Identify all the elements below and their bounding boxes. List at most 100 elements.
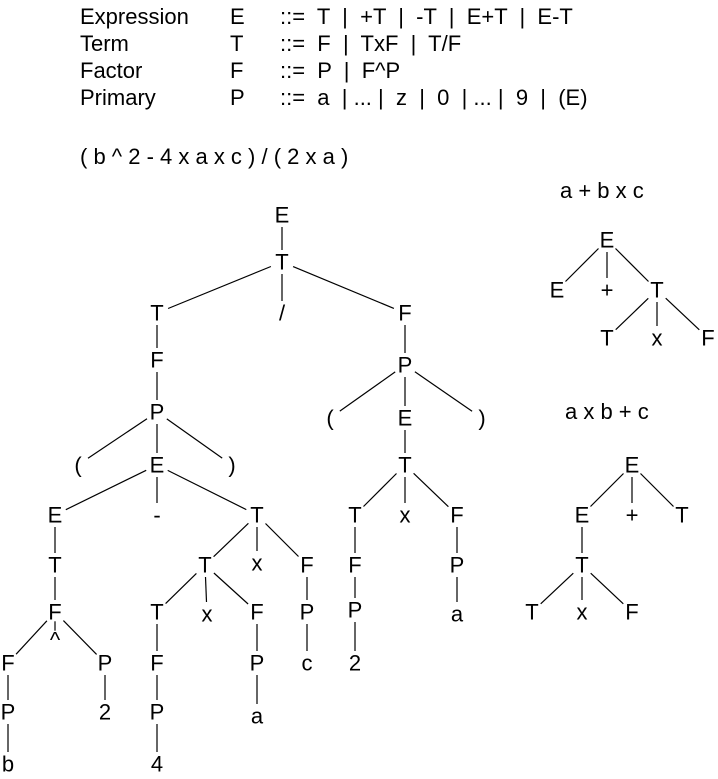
tree-edge xyxy=(590,473,624,507)
tree-node-label: F xyxy=(348,553,361,578)
tree-edge xyxy=(615,297,649,331)
tree-node-label: F xyxy=(150,348,163,373)
grammar-row-name: Expression xyxy=(80,4,189,29)
tree-node-label: 2 xyxy=(99,700,111,725)
tree-node-label: T xyxy=(525,600,538,625)
tree-node-label: + xyxy=(626,503,639,528)
tree-node-label: ( xyxy=(326,406,334,431)
tree-node-label: x xyxy=(652,326,663,351)
tree-node-label: P xyxy=(98,651,113,676)
grammar-row-symbol: P xyxy=(230,85,245,110)
tree-node-label: P xyxy=(398,353,413,378)
tree-edge xyxy=(615,248,649,282)
tree-edge xyxy=(65,469,147,511)
grammar-row-name: Term xyxy=(80,31,129,56)
tree-edge xyxy=(413,472,449,508)
tree-edge xyxy=(565,248,599,282)
tree-node-label: x xyxy=(252,551,263,576)
tree-node-label: E xyxy=(600,228,615,253)
grammar-row-symbol: T xyxy=(230,31,243,56)
tree-node-label: T xyxy=(48,553,61,578)
tree-node-label: a xyxy=(251,704,264,729)
tree-edge xyxy=(166,418,223,459)
tree-node-label: T xyxy=(348,503,361,528)
tree-node-label: 4 xyxy=(151,752,163,777)
tree-node-label: F xyxy=(150,651,163,676)
tree-node-label: E xyxy=(275,203,290,228)
tree-edge xyxy=(204,576,208,603)
tree-node-label: E xyxy=(575,503,590,528)
grammar-row-symbol: E xyxy=(230,4,245,29)
tree-edge xyxy=(167,265,272,310)
tree-node-label: T xyxy=(198,553,211,578)
tree-node-label: ( xyxy=(74,453,82,478)
tree-node-label: a xyxy=(451,602,464,627)
tree-node-label: T xyxy=(600,326,613,351)
tree-node-label: F xyxy=(300,553,313,578)
tree-edge xyxy=(665,297,700,331)
grammar-table: Expression E ::= T | +T | -T | E+T | E-T… xyxy=(80,4,588,110)
tree-node-label: T xyxy=(398,453,411,478)
tree-node-label: ) xyxy=(478,406,485,431)
tree-node-label: ^ xyxy=(50,628,61,653)
tree-edge xyxy=(62,620,98,655)
tree-node-label: + xyxy=(601,278,614,303)
tree-edge xyxy=(339,371,396,412)
axbc-expression-caption: a x b + c xyxy=(565,399,649,424)
tree-edge xyxy=(292,266,395,309)
tree-node-label: x xyxy=(400,503,411,528)
tree-node-label: F xyxy=(1,651,14,676)
grammar-row-name: Factor xyxy=(80,58,142,83)
tree-node-label: - xyxy=(153,503,160,528)
tree-node-label: b xyxy=(2,752,14,777)
tree-edge xyxy=(590,572,624,605)
abc-expression-caption: a + b x c xyxy=(560,178,644,203)
grammar-row-rule: ::= T | +T | -T | E+T | E-T xyxy=(280,4,573,29)
tree-node-label: P xyxy=(150,700,165,725)
tree-node-label: P xyxy=(150,400,165,425)
tree-node-label: P xyxy=(250,651,265,676)
tree-node-label: c xyxy=(302,651,313,676)
tree-node-label: T xyxy=(650,278,663,303)
tree-edges xyxy=(7,227,700,752)
tree-node-label: T xyxy=(275,250,288,275)
tree-node-label: E xyxy=(48,503,63,528)
tree-edge xyxy=(167,469,247,511)
tree-node-label: T xyxy=(250,503,263,528)
tree-node-label: / xyxy=(279,301,286,326)
tree-edge xyxy=(213,572,249,605)
grammar-row-name: Primary xyxy=(80,85,156,110)
tree-edge xyxy=(414,371,473,412)
tree-node-label: P xyxy=(348,598,363,623)
tree-edge xyxy=(213,522,249,558)
tree-node-label: F xyxy=(701,326,714,351)
tree-node-label: 2 xyxy=(349,651,361,676)
tree-node-label: T xyxy=(675,503,688,528)
tree-edge xyxy=(87,418,148,459)
grammar-row-symbol: F xyxy=(230,58,243,83)
tree-node-label: E xyxy=(150,453,165,478)
tree-node-label: x xyxy=(202,602,213,627)
tree-node-label: F xyxy=(48,600,61,625)
tree-node-label: E xyxy=(550,278,565,303)
tree-node-label: P xyxy=(1,700,16,725)
grammar-row-rule: ::= F | TxF | T/F xyxy=(280,31,461,56)
tree-node-label: T xyxy=(150,600,163,625)
tree-edge xyxy=(165,572,197,605)
tree-node-label: F xyxy=(450,503,463,528)
tree-node-label: E xyxy=(398,406,413,431)
tree-node-label: E xyxy=(625,453,640,478)
grammar-row-rule: ::= P | F^P xyxy=(280,58,400,83)
tree-node-label: x xyxy=(577,600,588,625)
tree-node-label: F xyxy=(250,600,263,625)
tree-node-label: P xyxy=(300,600,315,625)
tree-edge xyxy=(540,572,574,605)
tree-edge xyxy=(265,523,299,557)
tree-edge xyxy=(363,473,397,507)
grammar-row-rule: ::= a | ... | z | 0 | ... | 9 | (E) xyxy=(280,85,588,110)
main-expression-caption: ( b ^ 2 - 4 x a x c ) / ( 2 x a ) xyxy=(80,144,348,169)
tree-edge xyxy=(640,473,674,507)
tree-node-label: T xyxy=(575,553,588,578)
